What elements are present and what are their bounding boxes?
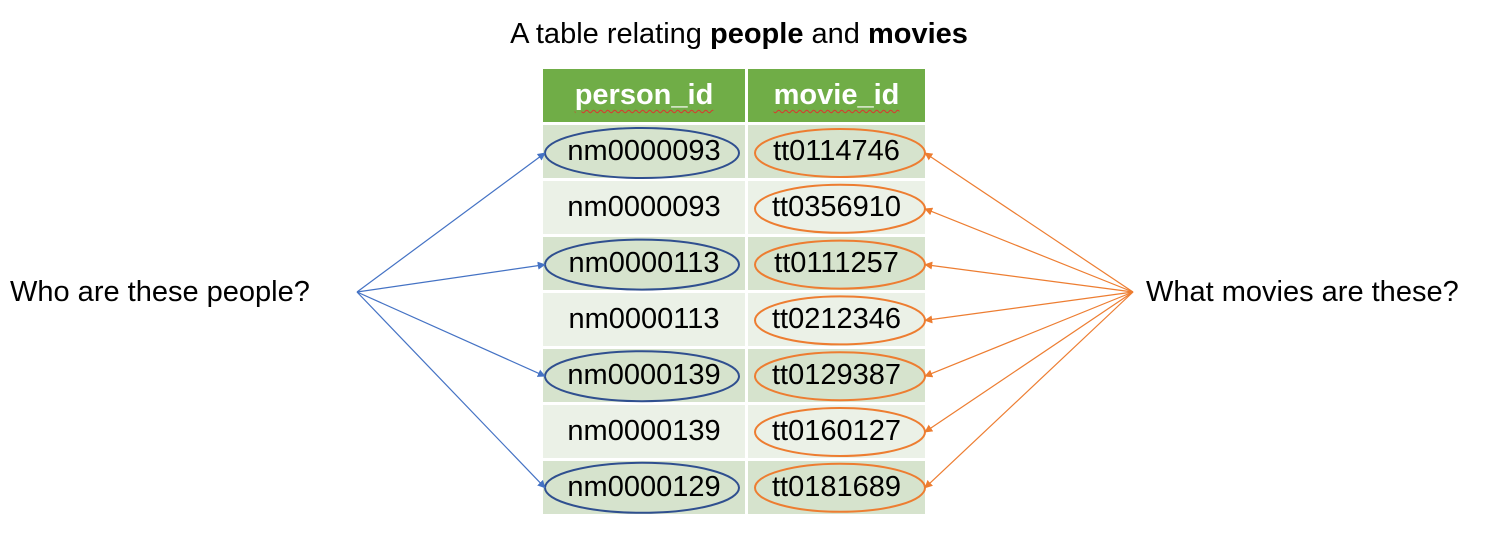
movie-id-cell: tt0114746	[748, 125, 925, 178]
movie-id-cell: tt0212346	[748, 293, 925, 346]
table-row: nm0000093 tt0356910	[543, 181, 925, 234]
table-header-row: person_id movie_id	[543, 69, 925, 122]
table-row: nm0000113 tt0212346	[543, 293, 925, 346]
person-id-cell: nm0000139	[543, 349, 745, 402]
person-id-cell: nm0000129	[543, 461, 745, 514]
movie-id-cell: tt0356910	[748, 181, 925, 234]
title-bold-people: people	[710, 18, 804, 50]
title-middle: and	[803, 18, 868, 50]
person-id-cell: nm0000113	[543, 237, 745, 290]
person-id-cell: nm0000113	[543, 293, 745, 346]
table-row: nm0000139 tt0160127	[543, 405, 925, 458]
movies-question-label: What movies are these?	[1146, 276, 1459, 308]
diagram-title: A table relating people and movies	[0, 18, 1478, 51]
table-row: nm0000139 tt0129387	[543, 349, 925, 402]
movie-arrow	[924, 207, 1134, 293]
people-movies-table: person_id movie_id nm0000093 tt0114746 n…	[540, 66, 928, 517]
header-movie-id: movie_id	[748, 69, 925, 122]
movie-arrow	[924, 261, 1134, 293]
movie-arrow	[924, 152, 1134, 293]
person-id-cell: nm0000093	[543, 125, 745, 178]
movie-id-cell: tt0111257	[748, 237, 925, 290]
person-arrow	[356, 291, 546, 377]
movie-arrow	[924, 291, 1134, 324]
movie-arrow	[924, 291, 1134, 489]
person-arrow	[356, 152, 546, 293]
header-person-id: person_id	[543, 69, 745, 122]
movie-id-cell: tt0160127	[748, 405, 925, 458]
movie-id-cell: tt0181689	[748, 461, 925, 514]
person-arrow	[356, 261, 546, 293]
table-row: nm0000093 tt0114746	[543, 125, 925, 178]
movie-id-cell: tt0129387	[748, 349, 925, 402]
movie-arrow	[924, 291, 1134, 433]
movie-arrow	[924, 291, 1134, 378]
person-arrow	[356, 291, 546, 489]
title-bold-movies: movies	[867, 18, 968, 50]
table-row: nm0000113 tt0111257	[543, 237, 925, 290]
title-prefix: A table relating	[510, 18, 710, 50]
table-row: nm0000129 tt0181689	[543, 461, 925, 514]
people-question-label: Who are these people?	[10, 276, 310, 308]
person-id-cell: nm0000093	[543, 181, 745, 234]
person-id-cell: nm0000139	[543, 405, 745, 458]
